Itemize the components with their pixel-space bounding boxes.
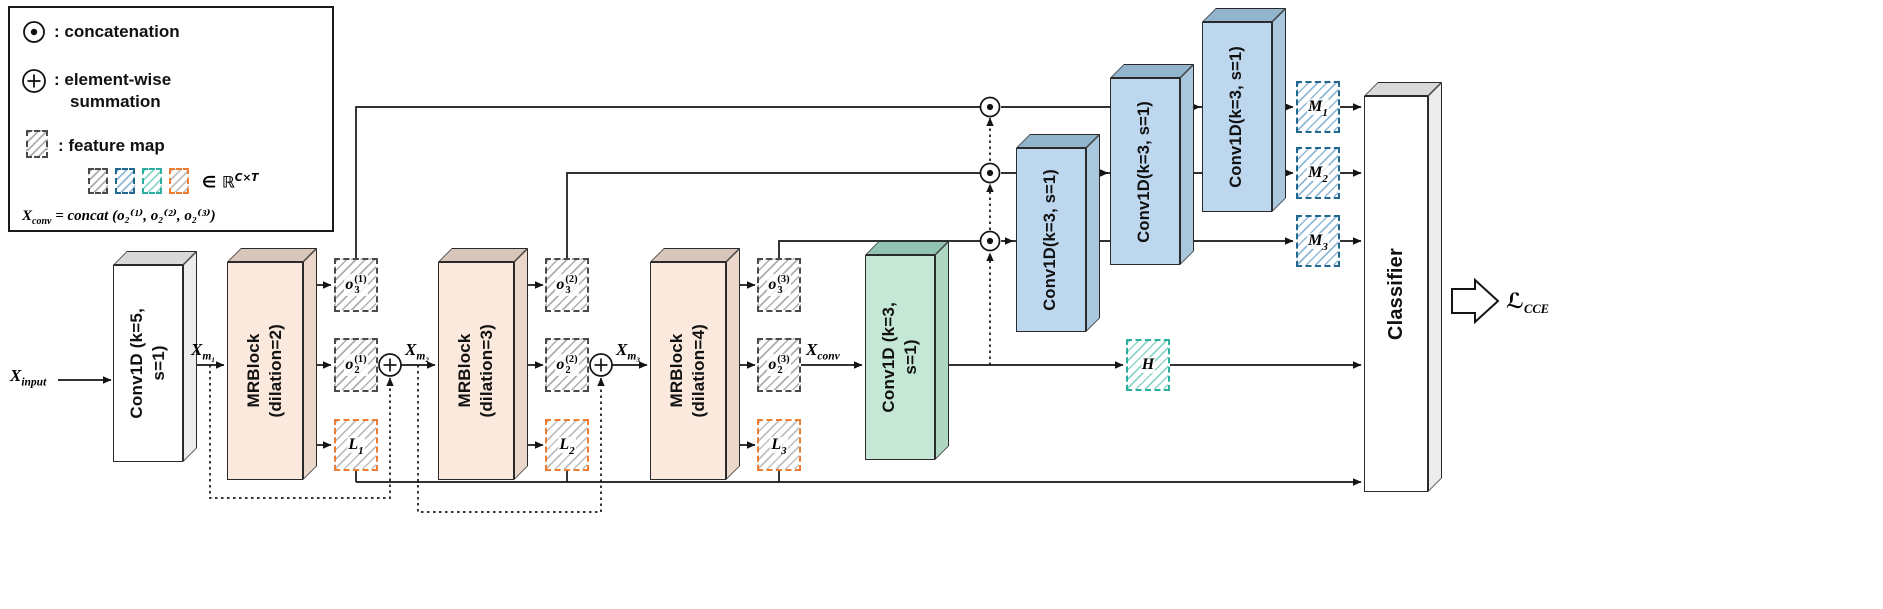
legend-membership: ∈ ℝC×T [202, 172, 258, 191]
edge-o32-concat2 [566, 172, 980, 258]
block-front-face: Conv1D (k=5,s=1) [113, 265, 183, 462]
formula-lhs-base: X [22, 208, 33, 224]
membership-exponent: C×T [234, 172, 259, 184]
swatch-blue [115, 168, 135, 194]
block-side-face [303, 248, 317, 480]
swatch-orange [169, 168, 189, 194]
concat-node-1 [979, 96, 1001, 118]
block-side-face [1272, 8, 1286, 212]
block-front-face: Classifier [1364, 96, 1428, 492]
block-side-face [726, 248, 740, 480]
feature-map-h: H [1126, 339, 1170, 391]
legend-sum-label-2: summation [70, 92, 161, 111]
legend-feature-label: : feature map [58, 136, 165, 155]
label-x-conv: Xconv [806, 340, 840, 363]
block-side-face [935, 241, 949, 460]
label-x-m3: Xm₃ [616, 340, 641, 363]
feature-map-o3-2: o(2)3 [545, 258, 589, 312]
block-front-face: Conv1D(k=3, s=1) [1016, 148, 1086, 332]
block-front-face: Conv1D (k=3,s=1) [865, 255, 935, 460]
membership-symbol: ∈ ℝ [202, 172, 235, 192]
block-front-face: Conv1D(k=3, s=1) [1202, 22, 1272, 212]
feature-map-o3-1: o(1)3 [334, 258, 378, 312]
feature-map-o2-2: o(2)2 [545, 338, 589, 392]
edge-residual-xm1-sum1 [209, 365, 394, 499]
label-loss-cce: ℒCCE [1506, 288, 1550, 317]
feature-map-o2-3: o(3)2 [757, 338, 801, 392]
block-side-face [1180, 64, 1194, 265]
concat-node-2 [979, 162, 1001, 184]
legend-concat-label: : concatenation [54, 22, 180, 41]
block-side-face [514, 248, 528, 480]
legend-formula: Xconv = concat (o₂⁽¹⁾, o₂⁽²⁾, o₂⁽³⁾) [22, 206, 216, 227]
summation-icon [22, 69, 46, 93]
block-side-face [1086, 134, 1100, 332]
block-front-face: Conv1D(k=3, s=1) [1110, 78, 1180, 265]
feature-map-swatch [26, 130, 48, 158]
legend-box: : concatenation : element-wise summation… [8, 6, 334, 232]
feature-map-o3-3: o(3)3 [757, 258, 801, 312]
sum-node-2 [589, 353, 613, 377]
block-front-face: MRBlock(dilation=3) [438, 262, 514, 480]
label-x-input: Xinput [10, 366, 47, 389]
concat-node-3 [979, 230, 1001, 252]
swatch-gray [88, 168, 108, 194]
sum-node-1 [378, 353, 402, 377]
formula-rhs: = concat (o₂⁽¹⁾, o₂⁽²⁾, o₂⁽³⁾) [51, 208, 216, 224]
legend-sum-label-1: : element-wise [54, 70, 172, 89]
formula-lhs-sub: conv [32, 216, 52, 227]
block-front-face: MRBlock(dilation=4) [650, 262, 726, 480]
edge-residual-xm2-sum2 [417, 365, 605, 513]
swatch-teal [142, 168, 162, 194]
block-side-face [1428, 82, 1442, 492]
label-x-m1: Xm₁ [191, 340, 216, 363]
concatenation-icon [23, 21, 45, 43]
edge-o31-concat1 [355, 106, 980, 258]
feature-map-o2-1: o(1)2 [334, 338, 378, 392]
label-x-m2: Xm₂ [405, 340, 430, 363]
block-front-face: MRBlock(dilation=2) [227, 262, 303, 480]
output-arrow [1451, 277, 1500, 325]
